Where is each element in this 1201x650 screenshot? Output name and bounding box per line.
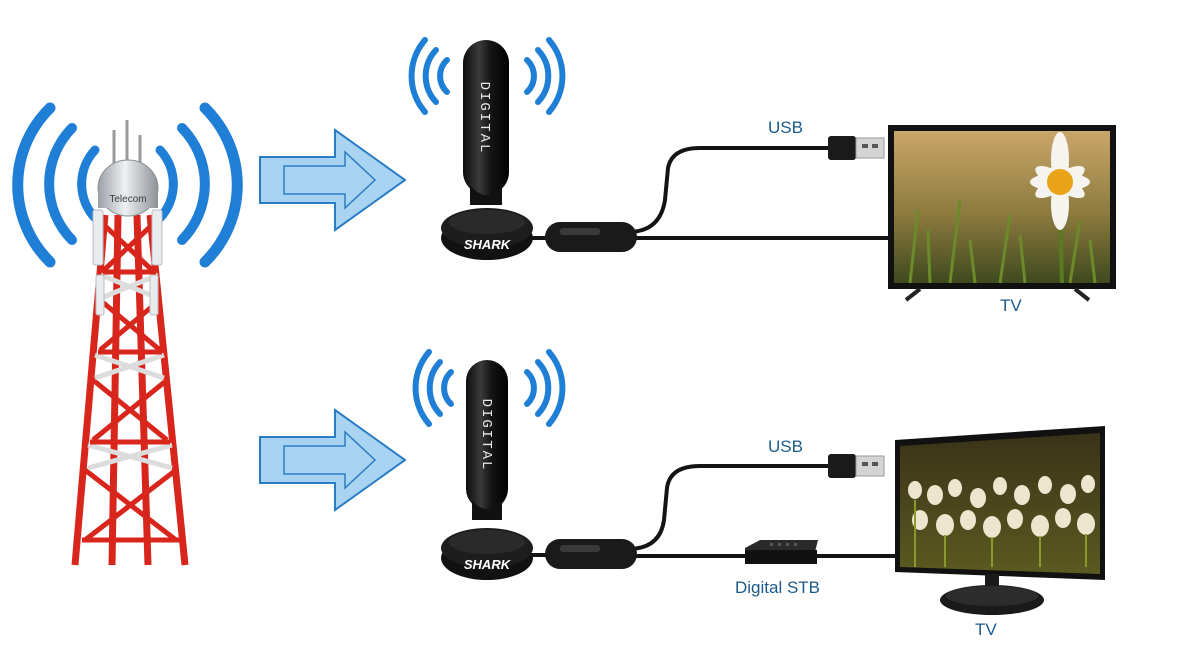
set-top-box	[745, 540, 818, 564]
tv-widescreen	[888, 125, 1116, 302]
stb-label: Digital STB	[735, 578, 821, 597]
tower-signal-icon	[12, 102, 243, 268]
amplifier-box	[545, 539, 637, 569]
amplifier-box	[545, 222, 637, 252]
usb-label-bottom: USB	[768, 437, 803, 456]
cable-bottom	[530, 464, 900, 558]
antenna-signal-icon	[408, 37, 566, 115]
antenna-top: DIGITAL SHARK	[408, 37, 566, 260]
usb-label-top: USB	[768, 118, 803, 137]
antenna-brand: SHARK	[464, 237, 512, 252]
tower-label: Telecom	[109, 194, 146, 205]
usb-plug-icon-top	[828, 136, 885, 160]
usb-plug-icon-bottom	[828, 454, 885, 478]
antenna-signal-icon	[412, 349, 566, 427]
antenna-brand: SHARK	[464, 557, 512, 572]
antenna-bottom: DIGITAL SHARK	[412, 349, 566, 580]
tv-label-top: TV	[1000, 296, 1022, 315]
antenna-model-text: DIGITAL	[476, 82, 492, 155]
arrow-icon-top	[259, 128, 407, 232]
cable-top	[530, 146, 895, 240]
antenna-model-text: DIGITAL	[478, 399, 494, 472]
cell-tower: Telecom	[12, 102, 243, 566]
tv-monitor	[895, 426, 1105, 615]
tv-label-bottom: TV	[975, 620, 997, 639]
arrow-icon-bottom	[259, 408, 407, 512]
